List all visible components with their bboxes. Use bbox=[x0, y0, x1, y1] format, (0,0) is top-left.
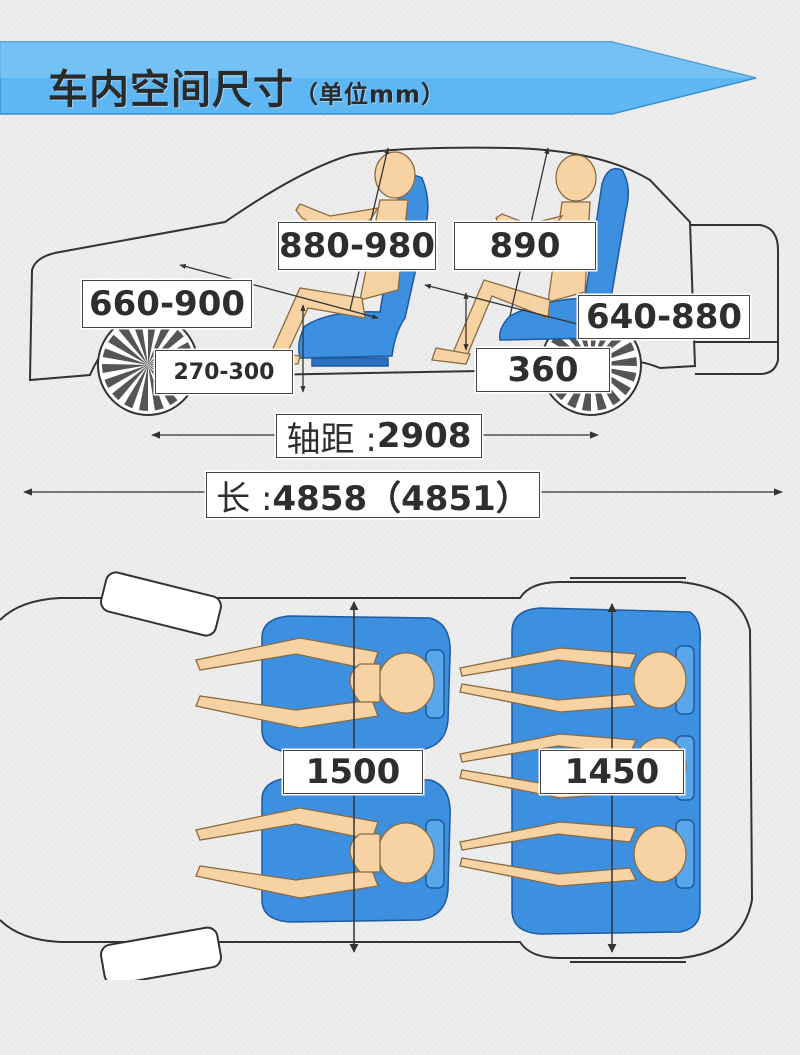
front-seat-height-label: 270-300 bbox=[155, 350, 293, 394]
title-main: 车内空间尺寸 bbox=[48, 67, 294, 113]
front-seat bbox=[298, 175, 429, 367]
rear-shoulder-width-label: 1450 bbox=[540, 750, 684, 794]
page-title: 车内空间尺寸（单位mm） bbox=[48, 57, 446, 115]
car-top-illustration bbox=[0, 571, 754, 986]
mirrors bbox=[100, 571, 222, 986]
title-open-paren: （ bbox=[294, 80, 319, 109]
rear-occupants bbox=[459, 647, 687, 887]
side-view-diagram: 880-980 890 660-900 640-880 270-300 360 … bbox=[0, 130, 800, 530]
title-unit: 单位mm bbox=[319, 80, 422, 109]
length-value: 4858（4851） bbox=[272, 478, 530, 519]
top-view-diagram: 1500 1450 bbox=[0, 560, 800, 986]
wheelbase-value: 2908 bbox=[376, 416, 472, 456]
wheelbase-caption: 轴距 : bbox=[286, 419, 377, 460]
title-close-paren: ） bbox=[421, 80, 447, 109]
car-top-outline bbox=[0, 577, 754, 963]
wheelbase-label: 轴距 :2908 bbox=[276, 414, 482, 460]
front-headroom-label: 880-980 bbox=[278, 222, 436, 270]
rear-knee-room-label: 360 bbox=[476, 348, 610, 392]
front-shoulder-width-label: 1500 bbox=[283, 750, 423, 794]
rear-legroom-label: 640-880 bbox=[578, 295, 750, 339]
length-caption: 长 : bbox=[216, 478, 273, 519]
rear-headroom-label: 890 bbox=[454, 222, 596, 270]
front-legroom-label: 660-900 bbox=[82, 280, 252, 328]
title-banner: 车内空间尺寸（单位mm） bbox=[0, 40, 760, 116]
length-label: 长 :4858（4851） bbox=[206, 472, 540, 519]
